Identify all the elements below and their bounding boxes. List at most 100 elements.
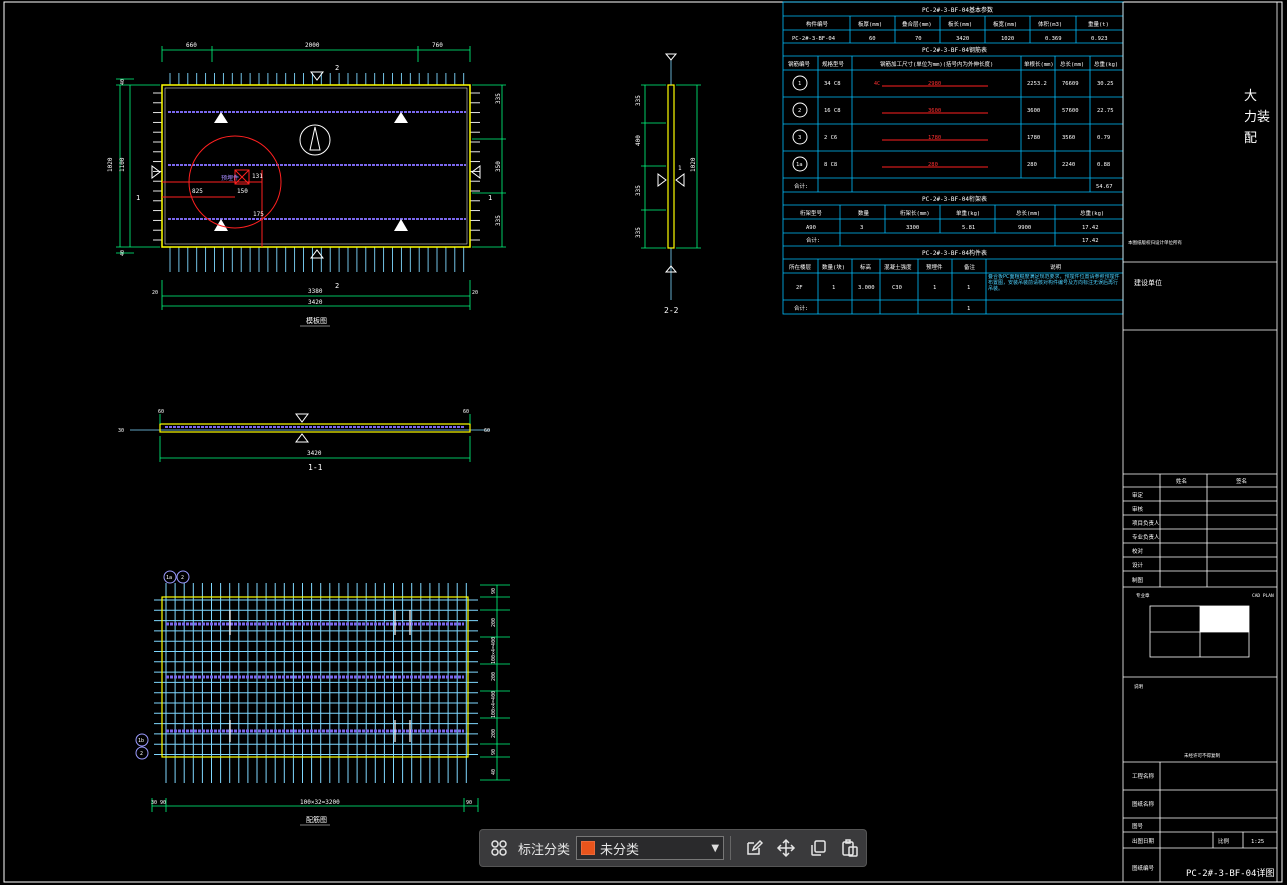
basic-r-1: 60 — [869, 36, 876, 42]
plan-detail-dim-2: 150 — [237, 188, 248, 195]
rebar-row-total: 2240 — [1062, 162, 1075, 168]
rebar-dim-right-5: 100×4=400 — [491, 691, 497, 718]
comp-note: 叠合板PC面粗糙度满足规范要求，预埋件位置请参照预埋件布置图，安装吊装前请核对构… — [988, 274, 1120, 292]
rebar-h-2: 钢筋加工尺寸(单位为mm)(括号内为外伸长度) — [880, 60, 993, 68]
basic-h-1: 板厚(mm) — [858, 20, 882, 28]
rebar-row-total: 3560 — [1062, 135, 1075, 141]
basic-r-5: 0.369 — [1045, 36, 1062, 42]
sec22-mark: 1 — [678, 165, 682, 172]
rebar-row-spec: 16 C8 — [824, 108, 841, 114]
sec11-dim-side-right: 60 — [484, 428, 490, 434]
rebar-row-id: 1 — [798, 81, 801, 87]
comp-table-title: PC-2#-3-BF-04构件表 — [922, 249, 987, 257]
sec11-dim-left: 60 — [158, 409, 164, 415]
sec22-dim-left-4: 335 — [635, 227, 642, 238]
basic-r-6: 0.923 — [1091, 36, 1108, 42]
apps-grid-button[interactable] — [484, 833, 514, 863]
sec11-dim-right: 60 — [463, 409, 469, 415]
rebar-row-bubble — [792, 102, 808, 118]
plan-dim-left-small-2: 40 — [120, 250, 126, 256]
stamp-label: 专业章 — [1136, 592, 1150, 599]
vertical-text-3: 配 — [1244, 131, 1257, 146]
rebar-row-shape: 3600 — [928, 108, 941, 114]
plan-detail-dim-4: 175 — [253, 211, 264, 218]
vertical-text-2: 力装 — [1244, 110, 1270, 125]
rebar-dim-bottom-3: 100×32=3200 — [300, 799, 340, 806]
plan-mark-top: 2 — [335, 64, 339, 72]
paste-icon — [842, 839, 858, 857]
drawing-name-label: 图纸名称 — [1132, 800, 1155, 808]
rebar-bubble-left-2: 2 — [140, 751, 143, 757]
rebar-dim-right-4: 200 — [491, 672, 497, 681]
plan-detail-dim-1: 825 — [192, 188, 203, 195]
truss-h-5: 总重(kg) — [1080, 209, 1104, 217]
sign-h-0: 姓名 — [1176, 477, 1187, 485]
rebar-dim-bottom-1: 30 — [151, 800, 157, 806]
basic-h-3: 板长(mm) — [948, 20, 972, 28]
sign-h-1: 签名 — [1236, 477, 1247, 485]
rebar-total-value: 54.67 — [1096, 184, 1113, 190]
sec22-dim-left-3: 335 — [635, 185, 642, 196]
rebar-h-5: 总重(kg) — [1094, 60, 1118, 68]
truss-r-0: A90 — [806, 225, 816, 231]
plan-mark-bottom: 2 — [335, 282, 339, 290]
plan-mark-right: 1 — [488, 194, 492, 202]
basic-h-0: 构件编号 — [806, 20, 829, 28]
rebar-bubble-top-1: 1a — [166, 575, 172, 581]
rebar-dim-right-6: 200 — [491, 729, 497, 738]
rebar-view: 1a 2 1b 2 90 200 100×4=400 200 100×4=400… — [135, 570, 510, 826]
apps-grid-icon — [491, 840, 507, 856]
rebar-row-single: 3600 — [1027, 108, 1040, 114]
rebar-row-shape: 1780 — [928, 135, 941, 141]
truss-table-title: PC-2#-3-BF-04桁架表 — [922, 195, 987, 203]
truss-r-4: 9900 — [1018, 225, 1031, 231]
comp-r-3: C30 — [892, 285, 902, 291]
move-button[interactable] — [771, 833, 801, 863]
rebar-h-4: 总长(mm) — [1060, 60, 1084, 68]
sign-r-1: 审核 — [1132, 505, 1144, 513]
truss-h-2: 桁架长(mm) — [900, 209, 930, 217]
basic-r-3: 3420 — [956, 36, 969, 42]
note-text: 未经许可不得复制 — [1184, 752, 1220, 759]
comp-h-0: 所在楼层 — [789, 263, 812, 271]
chevron-down-icon: ▼ — [711, 842, 720, 854]
comp-h-4: 预埋件 — [926, 263, 943, 271]
rebar-row-spec: 34 C8 — [824, 81, 841, 87]
project-name-label: 工程名称 — [1132, 772, 1155, 780]
copy-button[interactable] — [803, 833, 833, 863]
plan-dim-bottom-2: 3420 — [308, 299, 323, 306]
comp-total-value: 1 — [967, 306, 970, 312]
plan-dim-bottom-side-2: 20 — [472, 290, 478, 296]
rebar-row-shape: 2980 — [928, 81, 941, 87]
rebar-h-1: 规格型号 — [822, 60, 845, 68]
truss-total-label: 合计: — [806, 236, 820, 244]
truss-h-0: 桁架型号 — [800, 209, 823, 217]
basic-h-4: 板宽(mm) — [993, 20, 1017, 28]
truss-h-1: 数量 — [858, 209, 870, 217]
plan-dim-top-2: 2000 — [305, 42, 320, 49]
title-block — [1122, 2, 1278, 882]
paste-button[interactable] — [835, 833, 865, 863]
comp-h-5: 备注 — [964, 263, 976, 271]
note-label: 说明 — [1134, 683, 1143, 690]
sign-r-6: 制图 — [1132, 576, 1144, 584]
rebar-h-0: 钢筋编号 — [788, 60, 811, 68]
rebar-row-bubble — [792, 129, 808, 145]
plan-dim-left-2: 1100 — [119, 157, 126, 172]
basic-r-0: PC-2#-3-BF-04 — [792, 36, 836, 42]
drawing-code: PC-2#-3-BF-04详图 — [1186, 867, 1274, 879]
category-color-swatch — [581, 841, 596, 855]
comp-note-header: 说明 — [1050, 263, 1062, 271]
basic-h-6: 重量(t) — [1088, 20, 1109, 28]
annotation-category-select[interactable]: 未分类 ▼ — [576, 836, 725, 860]
basic-h-2: 叠合层(mm) — [902, 20, 932, 28]
company-note: 本图纸版权归设计单位所有 — [1128, 239, 1182, 246]
comp-h-3: 混凝土强度 — [884, 263, 912, 271]
edit-button[interactable] — [739, 833, 769, 863]
sign-r-2: 项目负责人 — [1132, 519, 1160, 527]
sign-r-3: 专业负责人 — [1132, 533, 1160, 541]
rebar-row-single: 2253.2 — [1027, 81, 1047, 87]
rebar-dim-right-2: 200 — [491, 618, 497, 627]
drawing-no-label: 图号 — [1132, 822, 1144, 830]
